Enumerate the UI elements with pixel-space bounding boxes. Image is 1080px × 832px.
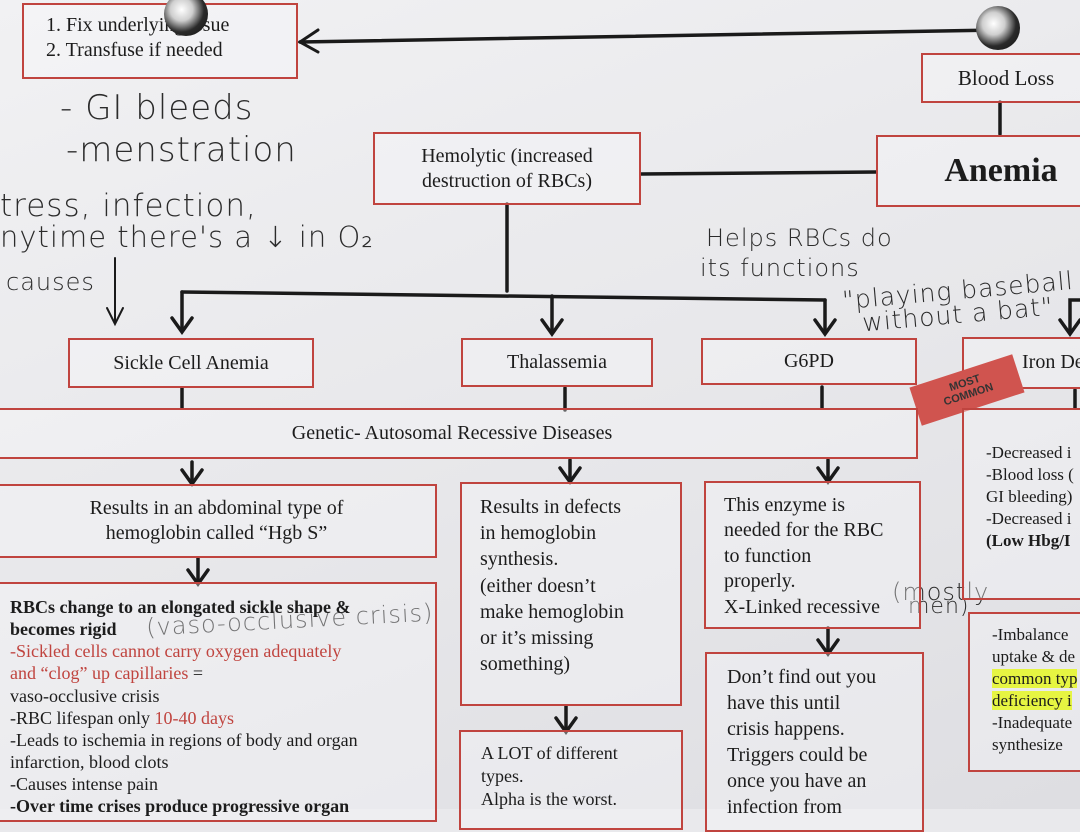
- g6pd-result-line-1: This enzyme is: [724, 494, 846, 516]
- genetic-box: Genetic- Autosomal Recessive Diseases: [0, 408, 918, 459]
- iron-causes-line-1: -Decreased i: [986, 443, 1072, 463]
- note-helps-1: Helps RBCs do: [706, 224, 893, 252]
- iron-lower-box: -Imbalance uptake & de common typ defici…: [968, 612, 1080, 772]
- hemolytic-box: Hemolytic (increased destruction of RBCs…: [373, 132, 641, 205]
- sickle-detail-line-8: -Over time crises produce progressive or…: [10, 796, 350, 817]
- sickle-detail-heading-1: RBCs change to an elongated sickle shape…: [10, 597, 351, 617]
- g6pd-result-line-2: needed for the RBC: [724, 519, 884, 542]
- binder-hole-right: [976, 6, 1020, 50]
- note-causes: causes: [6, 268, 95, 296]
- sickle-cell-label: Sickle Cell Anemia: [113, 351, 269, 374]
- sickle-detail-line-5: -Leads to ischemia in regions of body an…: [10, 729, 358, 750]
- sickle-detail-box: RBCs change to an elongated sickle shape…: [0, 582, 437, 822]
- g6pd-crisis-line-6: infection from: [727, 796, 842, 818]
- treatment-box: 1. Fix underlying issue 2. Transfuse if …: [22, 3, 298, 79]
- g6pd-crisis-line-1: Don’t find out you: [727, 666, 877, 688]
- blood-loss-label: Blood Loss: [957, 65, 1055, 90]
- sickle-result-line-2: hemoglobin called “Hgb S”: [105, 522, 328, 544]
- note-gi-bleeds: - GI bleeds: [60, 88, 254, 128]
- sickle-detail-line-6: infarction, blood clots: [10, 751, 169, 772]
- iron-lower-line-6: synthesize: [992, 735, 1063, 755]
- treatment-step-2: 2. Transfuse if needed: [46, 39, 223, 61]
- note-anytime-o2: nytime there's a ↓ in O₂: [0, 220, 374, 254]
- note-men: men): [908, 594, 970, 619]
- thal-result-line-5: make hemoglobin: [480, 600, 624, 623]
- thal-result-line-4: (either doesn’t: [480, 574, 596, 597]
- g6pd-box: G6PD: [701, 338, 917, 385]
- iron-causes-line-5: (Low Hbg/I: [986, 531, 1071, 551]
- sickle-result-box: Results in an abdominal type of hemoglob…: [0, 484, 437, 558]
- iron-causes-line-4: -Decreased i: [986, 509, 1072, 529]
- hemolytic-line-2: destruction of RBCs): [422, 169, 592, 192]
- genetic-label: Genetic- Autosomal Recessive Diseases: [291, 422, 613, 444]
- thal-types-line-3: Alpha is the worst.: [481, 788, 617, 809]
- iron-lower-line-2: uptake & de: [992, 647, 1076, 667]
- thal-result-line-2: in hemoglobin: [480, 522, 597, 545]
- g6pd-result-line-3: to function: [724, 544, 812, 567]
- note-helps-2: its functions: [700, 254, 860, 282]
- g6pd-crisis-line-3: crisis happens.: [727, 718, 845, 740]
- g6pd-result-box: This enzyme is needed for the RBC to fun…: [704, 481, 921, 629]
- thal-types-line-2: types.: [481, 765, 524, 786]
- g6pd-result-line-5: X-Linked recessive: [724, 595, 881, 618]
- thal-result-line-6: or it’s missing: [480, 626, 594, 649]
- iron-causes-line-3: GI bleeding): [986, 487, 1073, 507]
- iron-lower-line-4: deficiency i: [992, 691, 1072, 711]
- anemia-box: Anemia: [876, 135, 1080, 207]
- sickle-detail-red-1: -Sickled cells cannot carry oxygen adequ…: [10, 641, 342, 662]
- binder-hole-left: [164, 0, 208, 36]
- connector-hemolytic-anemia: [639, 170, 878, 176]
- thal-types-box: A LOT of different types. Alpha is the w…: [459, 730, 683, 830]
- g6pd-crisis-box: Don’t find out you have this until crisi…: [705, 652, 924, 832]
- sickle-result-line-1: Results in an abdominal type of: [89, 497, 344, 519]
- note-stress-infection: tress, infection,: [0, 188, 257, 224]
- blood-loss-box: Blood Loss: [921, 53, 1080, 103]
- sickle-detail-equals: =: [188, 663, 204, 684]
- iron-causes-line-2: -Blood loss (: [986, 465, 1074, 485]
- iron-lower-line-1: -Imbalance: [992, 625, 1069, 644]
- arrow-to-treatment: [298, 28, 1000, 44]
- g6pd-result-line-4: properly.: [724, 570, 796, 593]
- thal-result-line-7: something): [480, 653, 570, 676]
- thalassemia-label: Thalassemia: [507, 351, 607, 373]
- iron-deficiency-label: Iron De: [1022, 351, 1080, 373]
- thal-result-line-3: synthesis.: [480, 548, 559, 571]
- paper-background: [0, 0, 1080, 809]
- sickle-detail-line-4b: 10-40 days: [154, 707, 235, 728]
- note-menstration: -menstration: [66, 130, 297, 170]
- sickle-cell-box: Sickle Cell Anemia: [68, 338, 314, 388]
- sickle-detail-line-7: -Causes intense pain: [10, 774, 158, 794]
- iron-lower-line-3: common typ: [992, 669, 1078, 689]
- sickle-detail-line-4a: -RBC lifespan only: [10, 707, 155, 728]
- anemia-title: Anemia: [944, 151, 1058, 189]
- sickle-detail-heading-2: becomes rigid: [10, 619, 117, 640]
- g6pd-crisis-line-4: Triggers could be: [727, 744, 868, 766]
- sickle-detail-line-3: vaso-occlusive crisis: [10, 685, 160, 706]
- iron-causes-box: Ca -Decreased i -Blood loss ( GI bleedin…: [962, 408, 1080, 600]
- thal-result-line-1: Results in defects: [480, 496, 622, 518]
- thal-types-line-1: A LOT of different: [481, 743, 618, 763]
- branch-line: [180, 290, 827, 302]
- thal-result-box: Results in defects in hemoglobin synthes…: [460, 482, 682, 706]
- iron-causes-line-6: M: [986, 553, 1080, 575]
- g6pd-label: G6PD: [783, 350, 834, 372]
- g6pd-crisis-line-5: once you have an: [727, 770, 867, 792]
- iron-causes-heading: Ca: [986, 420, 1080, 442]
- g6pd-crisis-line-2: have this until: [727, 692, 841, 714]
- hemolytic-line-1: Hemolytic (increased: [421, 144, 593, 167]
- iron-lower-line-5: -Inadequate: [992, 713, 1073, 733]
- thalassemia-box: Thalassemia: [461, 338, 653, 387]
- note-mostly: (mostly: [892, 578, 990, 606]
- sickle-detail-red-2: and “clog” up capillaries: [10, 663, 189, 684]
